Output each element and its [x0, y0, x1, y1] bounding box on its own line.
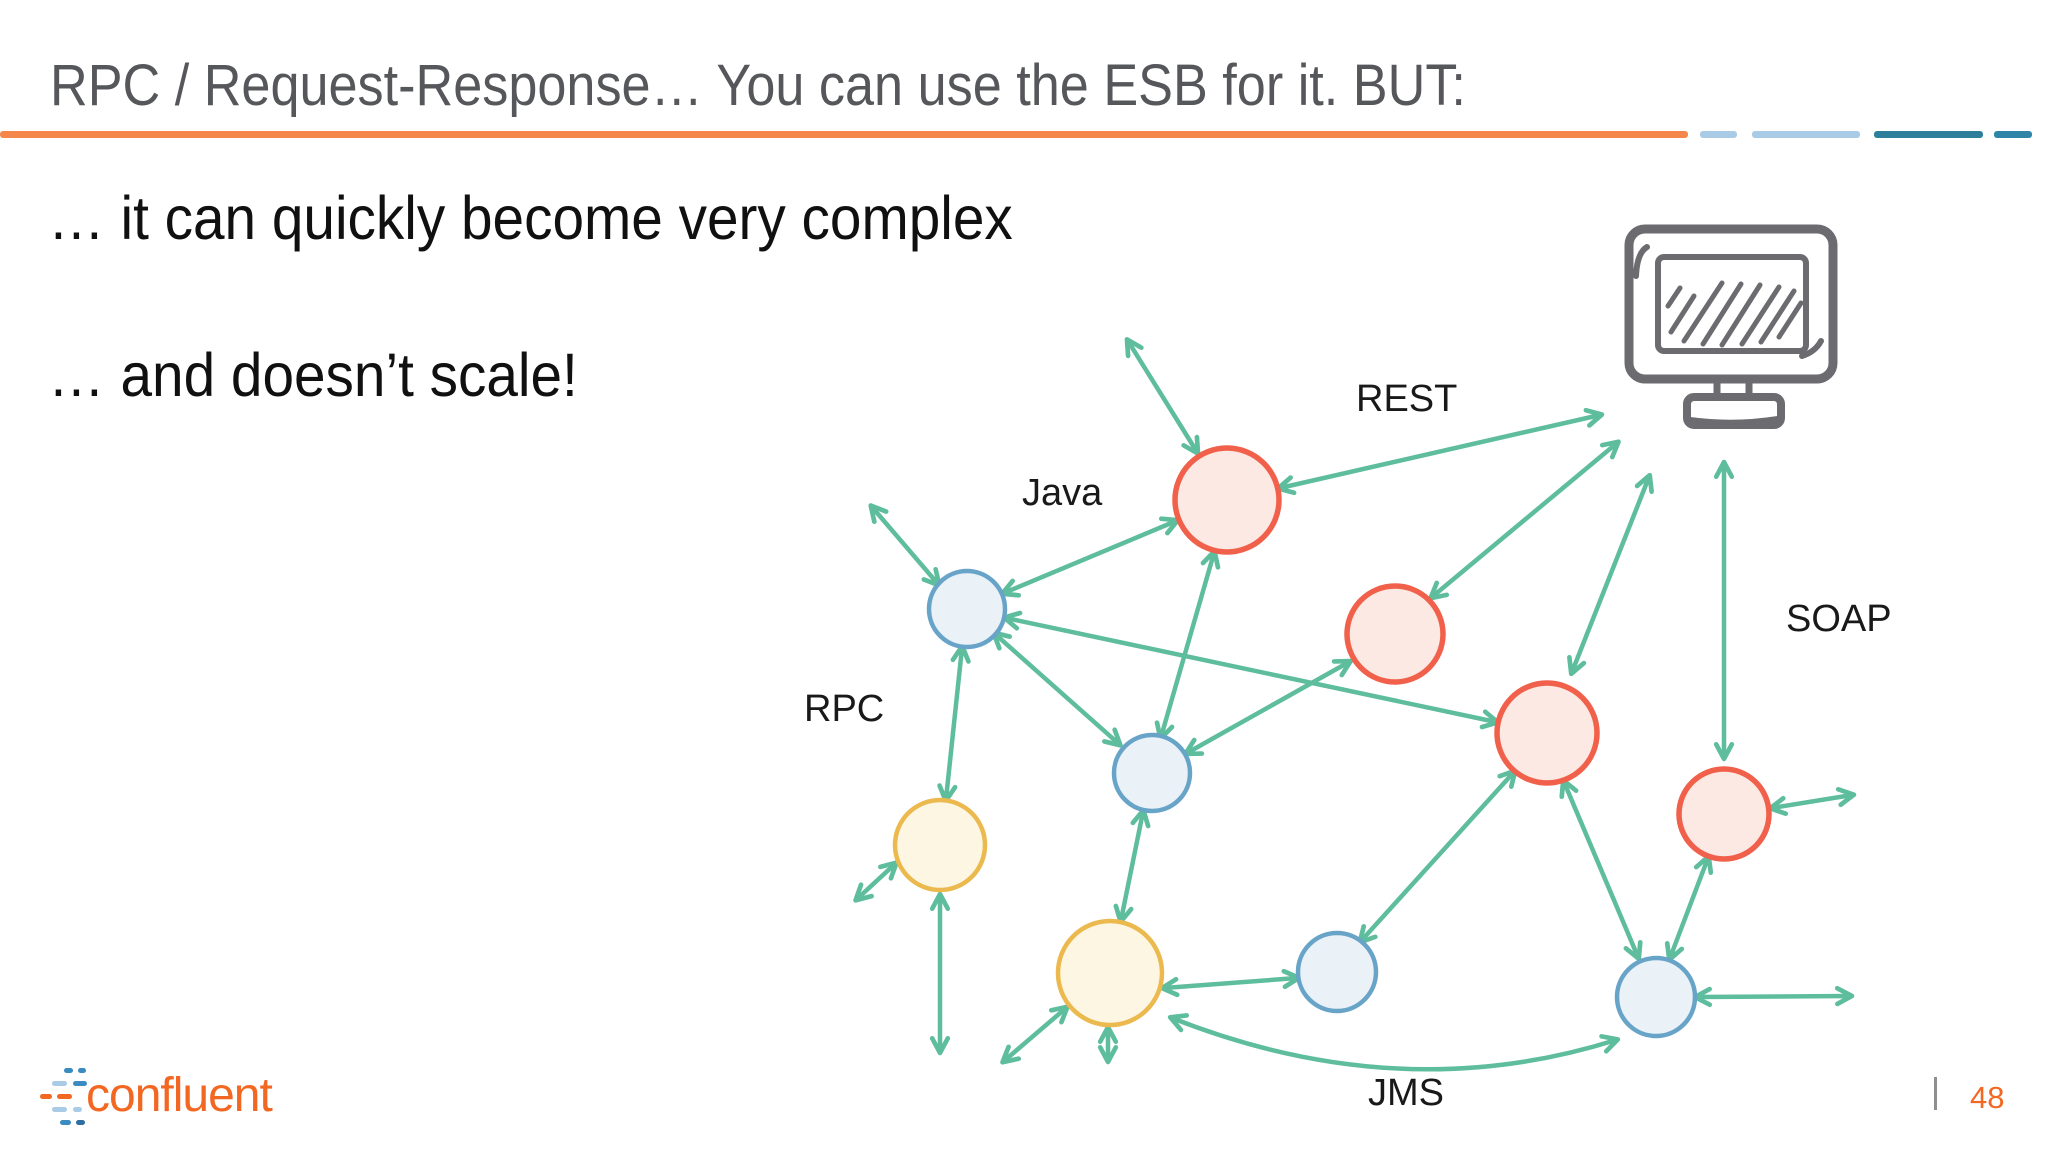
label-rest: REST	[1356, 378, 1458, 420]
title-underline-orange	[0, 131, 1688, 138]
left-blue-node	[926, 568, 1008, 650]
monitor-icon	[1624, 224, 1838, 429]
edge-right-red-to-right	[1767, 786, 1857, 817]
label-java: Java	[1022, 472, 1103, 514]
edge-left-blue-to-center-blue	[991, 630, 1123, 748]
edge-center-blue-to-bottom-yellow	[1113, 807, 1151, 925]
title-underline-segment-4	[1994, 131, 2032, 138]
edge-monitor-to-center-red	[1428, 439, 1621, 601]
bullet-complex: … it can quickly become very complex	[48, 184, 1013, 252]
center-blue-node	[1111, 732, 1193, 814]
bullet-scale: … and doesn’t scale!	[48, 341, 578, 409]
label-jms: JMS	[1368, 1072, 1444, 1114]
mid-red-node	[1494, 680, 1600, 786]
edge-monitor-to-mid-red	[1567, 472, 1654, 677]
java-node	[1172, 445, 1282, 555]
monitor-screen-hatch	[1665, 280, 1804, 348]
right-red-node	[1676, 766, 1772, 862]
bottom-yellow-node	[1055, 918, 1165, 1028]
label-soap: SOAP	[1786, 598, 1892, 640]
footer-divider	[1934, 1077, 1937, 1110]
bottom-blue-node	[1295, 930, 1379, 1014]
left-yellow-node	[892, 797, 988, 893]
title-underline-segment-1	[1700, 131, 1737, 138]
label-rpc: RPC	[804, 688, 885, 730]
edge-right-red-to-br-blue	[1664, 853, 1714, 963]
center-red-node	[1344, 583, 1446, 685]
edge-bottom-yellow-to-br-blue-curve	[1167, 1013, 1621, 1072]
title-underline-segment-3	[1874, 131, 1983, 138]
edge-java-to-monitor-rest	[1275, 407, 1605, 496]
edge-left-blue-to-upleft	[868, 503, 942, 588]
title-underline-segment-2	[1752, 131, 1860, 138]
edge-bottom-yellow-to-bottom-blue	[1159, 968, 1302, 998]
edge-java-to-center-blue	[1154, 548, 1221, 742]
edge-bottom-blue-to-mid-red	[1357, 768, 1518, 945]
page-number: 48	[1970, 1080, 2005, 1115]
confluent-logo-text: confluent	[86, 1069, 273, 1122]
edge-mid-red-to-br-blue	[1559, 777, 1643, 962]
edge-top-to-java	[1124, 337, 1201, 456]
edge-left-yellow-downleft	[853, 860, 899, 903]
edge-left-blue-to-java	[999, 516, 1181, 598]
bottom-right-blue-node	[1614, 955, 1698, 1039]
slide-title: RPC / Request-Response… You can use the …	[50, 53, 1466, 118]
edge-bottom-yellow-downleft	[1000, 1004, 1070, 1065]
edge-left-blue-to-left-yellow	[937, 643, 971, 804]
edge-br-blue-to-right	[1692, 985, 1855, 1008]
edge-center-blue-to-center-red	[1182, 658, 1354, 757]
